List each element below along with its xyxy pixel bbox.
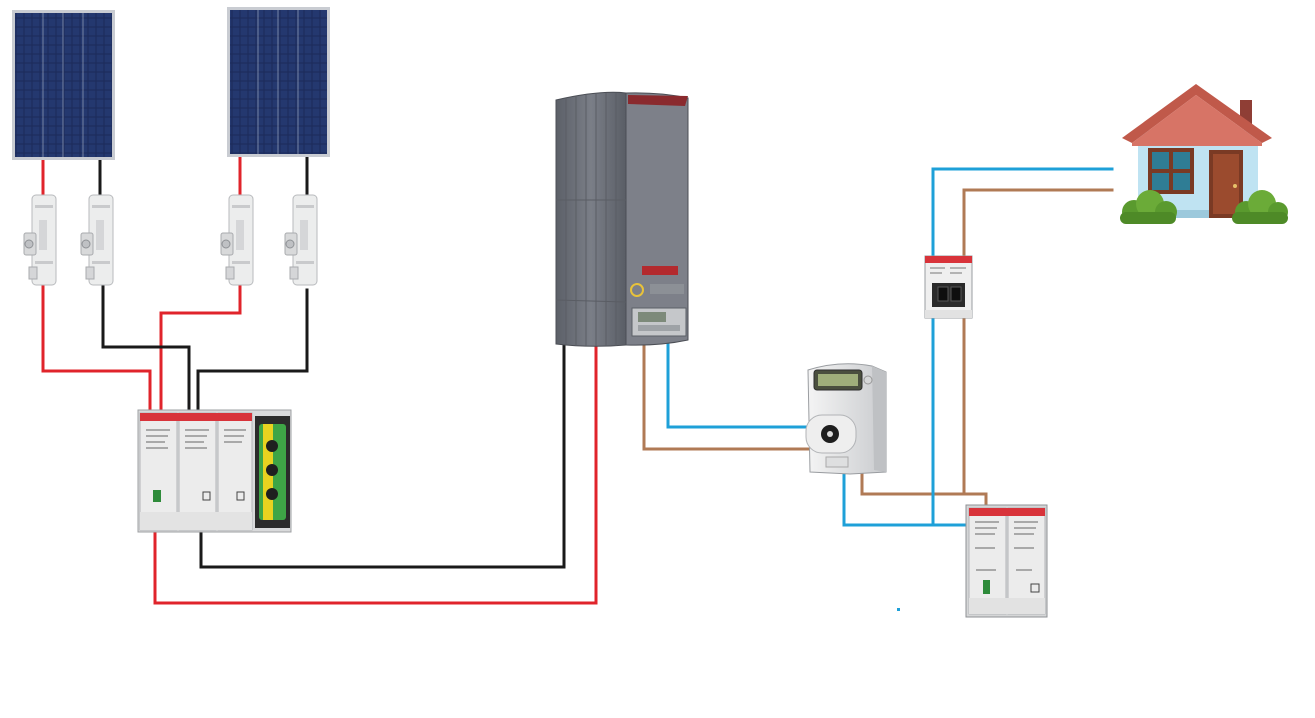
wire-dc-negative-out [199,336,566,569]
wire-ac-phase-1 [642,343,810,451]
stray-dot [897,608,900,611]
wire-ac-neutral-2 [842,471,972,527]
house-icon [1120,84,1288,224]
fuse-holder-icon [23,194,57,286]
wire-dc-positive-out [153,343,598,605]
wire-ac-neutral-4 [931,167,1114,260]
wire-ac-phase-4 [962,188,1114,260]
solar-panel-icon [227,7,330,157]
wire-dc-positive-4 [159,283,242,414]
wire-ac-phase-2 [860,471,988,509]
fuse-holder-icon [284,194,318,286]
surge-protector-icon [137,409,292,533]
meter-icon [805,363,887,475]
wiring [41,153,1114,611]
solar-panel-icon [12,10,115,160]
wire-dc-negative-2 [101,283,191,414]
breaker-icon [924,255,973,319]
inverter-icon [555,91,689,347]
wire-dc-positive-2 [41,283,152,414]
wire-dc-negative-4 [196,288,309,414]
surge-protector-icon [965,504,1048,618]
fuse-holder-icon [220,194,254,286]
wire-ac-neutral-1 [666,343,810,429]
fuse-holder-icon [80,194,114,286]
